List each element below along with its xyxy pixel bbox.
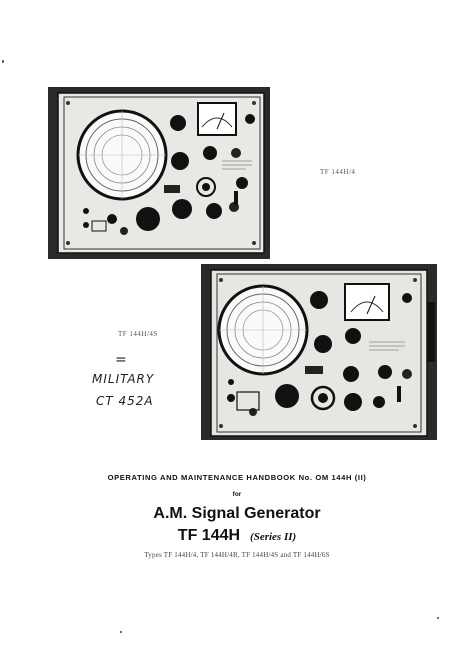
types-line: Types TF 144H/4, TF 144H/4R, TF 144H/4S … [144,551,330,559]
scan-speck [2,60,4,63]
top-photo-caption: TF 144H/4 [320,168,356,176]
model-row: TF 144H (Series II) [0,527,474,545]
series-label: (Series II) [250,531,297,543]
signal-generator-photo-bottom [201,264,437,440]
handbook-number-line: OPERATING AND MAINTENANCE HANDBOOK No. O… [107,473,367,482]
for-label: for [232,491,242,498]
signal-generator-photo-top [48,87,270,259]
handwritten-ct-number: CT 452A [96,394,154,408]
scan-speck [437,617,439,619]
document-title: A.M. Signal Generator [153,505,321,522]
model-number: TF 144H [177,527,241,544]
handwritten-equals: = [115,352,128,368]
handwritten-military: MILITARY [92,372,155,386]
scan-speck [120,631,122,633]
bottom-photo-caption: TF 144H/4S [118,330,158,338]
